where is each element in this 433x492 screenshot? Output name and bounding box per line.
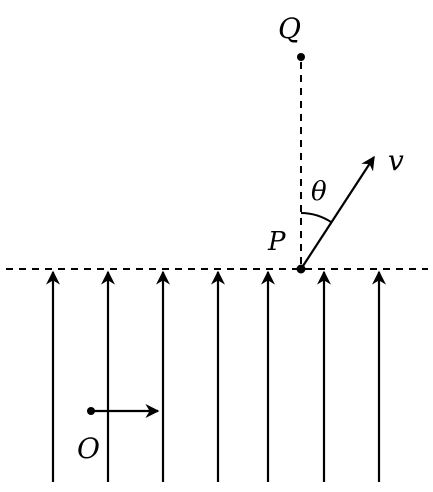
- point-q: [297, 53, 305, 61]
- theta-angle-arc: [300, 212, 332, 223]
- velocity-arrow: [300, 155, 375, 270]
- label-p: P: [267, 227, 286, 257]
- field-lines: [46, 270, 386, 482]
- point-p: [296, 264, 306, 274]
- label-q: Q: [278, 12, 301, 45]
- point-o: [87, 407, 95, 415]
- label-theta: θ: [311, 177, 327, 207]
- label-v: v: [388, 144, 404, 177]
- label-o: O: [77, 432, 100, 465]
